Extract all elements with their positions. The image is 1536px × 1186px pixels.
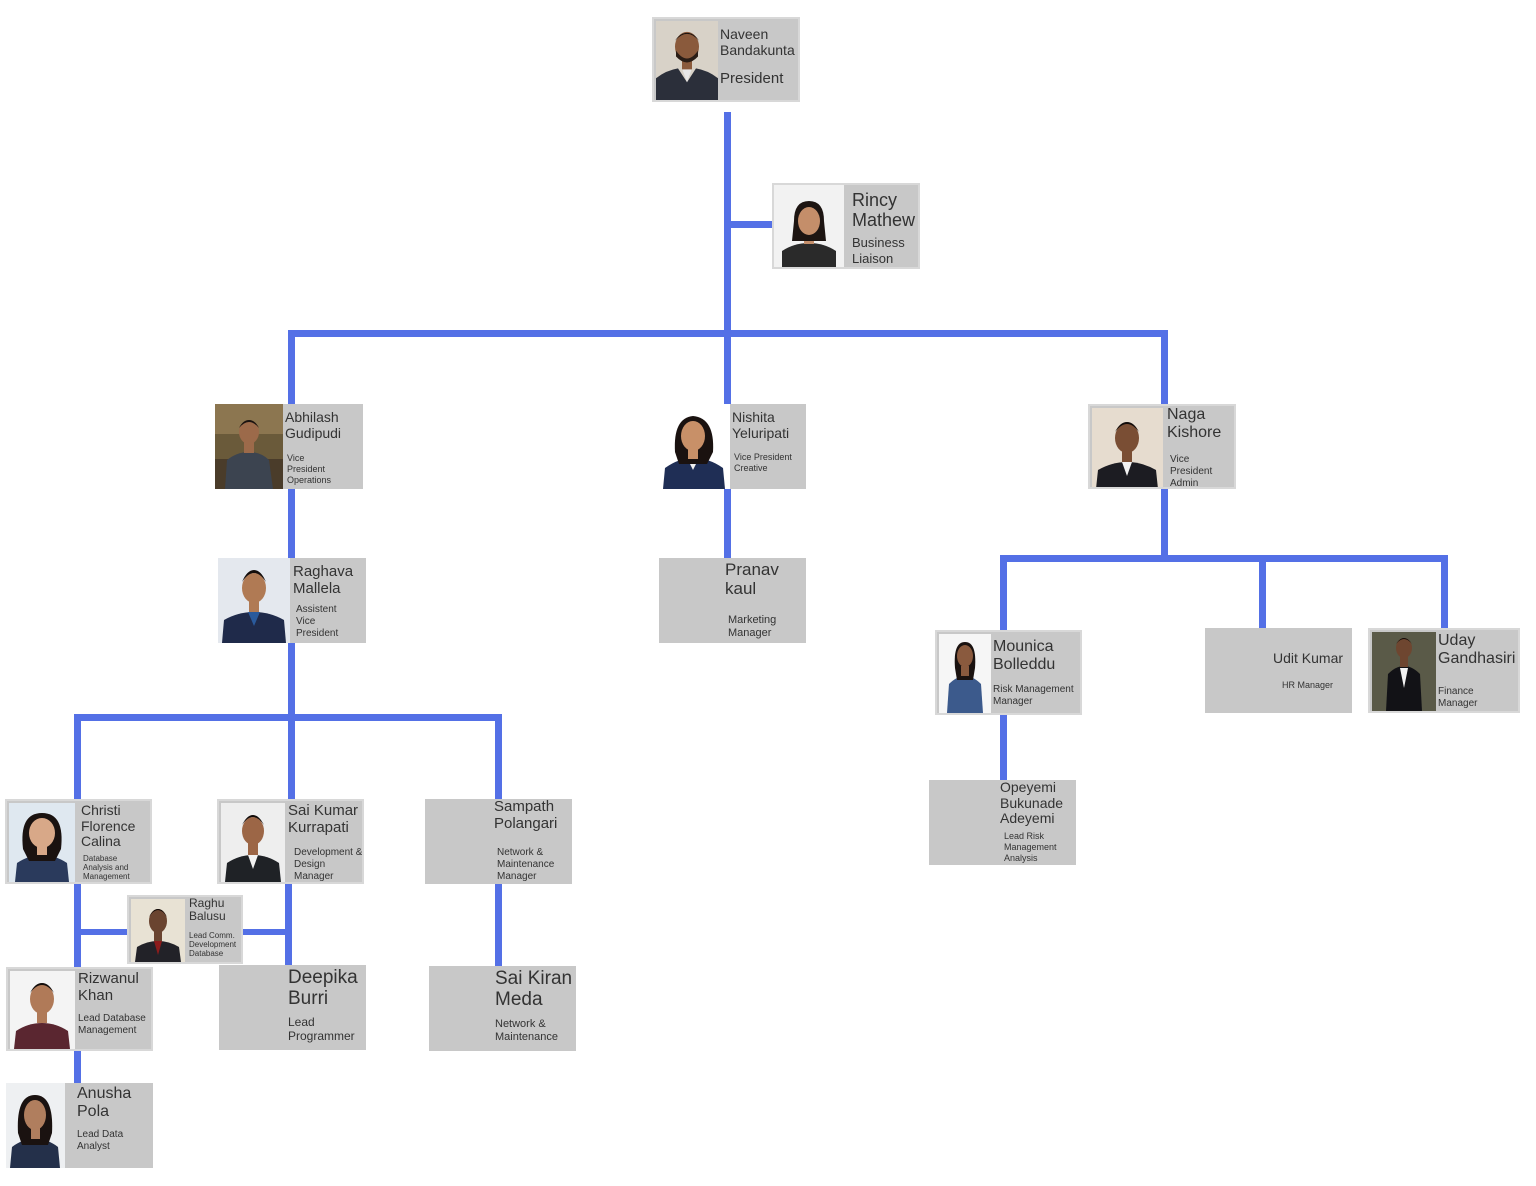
avatar bbox=[939, 634, 991, 713]
node-raghu[interactable]: Raghu Balusu Lead Comm. Development Data… bbox=[127, 895, 243, 964]
connector-nishita-pranav bbox=[724, 488, 731, 560]
connector-to-uday bbox=[1441, 555, 1448, 629]
connector-abhilash-raghava bbox=[288, 488, 295, 560]
person-title: President bbox=[720, 70, 784, 87]
connector-mounica-opeyemi bbox=[1000, 714, 1007, 782]
node-raghava[interactable]: Raghava Mallela Assistent Vice President bbox=[218, 558, 366, 643]
node-abhilash[interactable]: Abhilash Gudipudi Vice President Operati… bbox=[215, 404, 363, 489]
connector-to-naga bbox=[1161, 330, 1168, 406]
person-title: Network & Maintenance Manager bbox=[497, 847, 555, 882]
connector-to-christi bbox=[74, 714, 81, 801]
node-saikumar[interactable]: Sai Kumar Kurrapati Development & Design… bbox=[217, 799, 364, 884]
person-name: Udit Kumar bbox=[1273, 650, 1344, 666]
connector-sampath-saikiran bbox=[495, 883, 502, 967]
person-name: Pranav kaul bbox=[725, 560, 779, 599]
person-name: Raghava Mallela bbox=[293, 563, 354, 597]
avatar bbox=[774, 185, 844, 267]
connector-president-trunk bbox=[724, 112, 731, 336]
person-name: Nishita Yeluripati bbox=[732, 409, 790, 441]
person-name: Sai Kumar Kurrapati bbox=[288, 802, 359, 836]
person-title: Network & Maintenance bbox=[495, 1018, 558, 1044]
person-name: Deepika Burri bbox=[288, 967, 358, 1010]
person-title: Lead Comm. Development Database bbox=[189, 931, 237, 959]
connector-naga-trunk bbox=[1161, 488, 1168, 558]
connector-raghu-deepika bbox=[242, 929, 289, 935]
person-name: Raghu Balusu bbox=[189, 896, 226, 924]
person-title: Lead Data Analyst bbox=[77, 1129, 124, 1152]
connector-raghava-trunk bbox=[288, 642, 295, 720]
node-opeyemi[interactable]: Opeyemi Bukunade Adeyemi Lead Risk Manag… bbox=[929, 780, 1076, 865]
person-name: Sai Kiran Meda bbox=[495, 968, 573, 1011]
person-title: Lead Database Management bbox=[78, 1013, 146, 1036]
connector-to-udit bbox=[1259, 555, 1266, 629]
person-name: Naga Kishore bbox=[1167, 406, 1222, 441]
person-title: Development & Design Manager bbox=[294, 847, 363, 882]
person-name: Mounica Bolleddu bbox=[993, 638, 1056, 673]
node-sampath[interactable]: Sampath Polangari Network & Maintenance … bbox=[425, 799, 572, 884]
person-title: Lead Risk Management Analysis bbox=[1004, 831, 1057, 863]
node-rincy[interactable]: Rincy Mathew Business Liaison bbox=[772, 183, 920, 269]
avatar bbox=[6, 1083, 65, 1168]
person-name: Christi Florence Calina bbox=[81, 802, 136, 850]
person-title: Vice President Admin bbox=[1170, 454, 1213, 489]
node-mounica[interactable]: Mounica Bolleddu Risk Management Manager bbox=[935, 630, 1082, 715]
person-name: Rincy Mathew bbox=[852, 190, 916, 231]
person-name: Uday Gandhasiri bbox=[1438, 632, 1516, 667]
avatar bbox=[215, 404, 283, 489]
avatar bbox=[221, 803, 285, 882]
person-title: Vice President Creative bbox=[734, 452, 792, 473]
node-naveen[interactable]: Naveen Bandakunta President bbox=[652, 17, 800, 102]
avatar bbox=[218, 558, 290, 643]
person-title: Risk Management Manager bbox=[993, 684, 1074, 707]
node-saikiran[interactable]: Sai Kiran Meda Network & Maintenance bbox=[429, 966, 576, 1051]
avatar bbox=[656, 21, 718, 100]
person-title: Marketing Manager bbox=[728, 614, 777, 640]
connector-saikumar-deepika bbox=[285, 883, 292, 967]
person-title: Finance Manager bbox=[1438, 686, 1478, 709]
avatar bbox=[1372, 632, 1436, 711]
avatar bbox=[9, 803, 75, 882]
node-christi[interactable]: Christi Florence Calina Database Analysi… bbox=[5, 799, 152, 884]
node-deepika[interactable]: Deepika Burri Lead Programmer bbox=[219, 965, 366, 1050]
avatar bbox=[657, 404, 730, 489]
node-naga[interactable]: Naga Kishore Vice President Admin bbox=[1088, 404, 1236, 489]
person-name: Naveen Bandakunta bbox=[720, 26, 795, 58]
node-uday[interactable]: Uday Gandhasiri Finance Manager bbox=[1368, 628, 1520, 713]
connector-christi-rizwanul bbox=[74, 883, 81, 969]
node-nishita[interactable]: Nishita Yeluripati Vice President Creati… bbox=[657, 404, 806, 489]
node-pranav[interactable]: Pranav kaul Marketing Manager bbox=[659, 558, 806, 643]
connector-to-sampath bbox=[495, 714, 502, 801]
node-anusha[interactable]: Anusha Pola Lead Data Analyst bbox=[6, 1083, 153, 1168]
connector-liaison-branch bbox=[728, 221, 774, 228]
connector-christi-raghu bbox=[78, 929, 128, 935]
connector-rizwanul-anusha bbox=[74, 1050, 81, 1085]
person-title: HR Manager bbox=[1282, 680, 1334, 690]
person-name: Sampath Polangari bbox=[494, 799, 558, 832]
connector-to-mounica bbox=[1000, 555, 1007, 632]
avatar bbox=[131, 899, 185, 962]
avatar bbox=[1092, 408, 1163, 487]
person-title: Vice President Operations bbox=[287, 453, 332, 485]
person-title: Business Liaison bbox=[852, 235, 905, 266]
connector-to-nishita bbox=[724, 333, 731, 406]
person-name: Abhilash Gudipudi bbox=[285, 409, 342, 441]
node-udit[interactable]: Udit Kumar HR Manager bbox=[1205, 628, 1352, 713]
person-name: Rizwanul Khan bbox=[78, 970, 139, 1004]
avatar bbox=[10, 971, 75, 1049]
person-title: Assistent Vice President bbox=[296, 604, 339, 639]
node-rizwanul[interactable]: Rizwanul Khan Lead Database Management bbox=[6, 967, 153, 1051]
person-name: Anusha Pola bbox=[77, 1085, 132, 1120]
person-title: Lead Programmer bbox=[288, 1015, 355, 1044]
person-name: Opeyemi Bukunade Adeyemi bbox=[1000, 780, 1064, 827]
connector-to-saikumar bbox=[288, 714, 295, 801]
connector-naga-bus bbox=[1000, 555, 1448, 562]
person-title: Database Analysis and Management bbox=[83, 854, 130, 882]
connector-to-abhilash bbox=[288, 330, 295, 406]
